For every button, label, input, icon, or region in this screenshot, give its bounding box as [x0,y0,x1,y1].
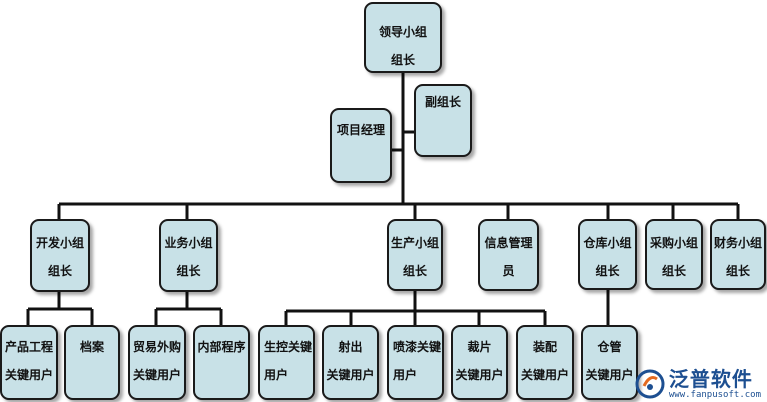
user-archive-title: 档案 [79,340,104,354]
user-node-internal-process: 内部程序 [193,325,250,400]
user-production-control-title: 生控关键 [264,340,313,354]
leader-title: 领导小组 [378,25,427,39]
user-node-cutting: 裁片 关键用户 [451,325,508,400]
user-injection-title: 射出 [338,340,363,354]
group-purchasing-title: 采购小组 [649,236,698,250]
user-cutting-title: 裁片 [467,340,492,354]
deputy-leader-node: 副组长 [414,84,472,157]
group-purchasing-role: 组长 [661,264,686,278]
user-injection-role: 关键用户 [326,368,375,382]
group-node-info-admin: 信息管理 员 [478,219,539,291]
user-node-production-control: 生控关键 用户 [258,325,315,400]
user-assembly-role: 关键用户 [520,368,569,382]
group-production-title: 生产小组 [390,236,439,250]
group-warehouse-title: 仓库小组 [583,236,632,250]
user-node-warehouse-keeper: 仓管 关键用户 [581,325,638,400]
user-node-injection: 射出 关键用户 [322,325,379,400]
group-node-production: 生产小组 组长 [387,219,443,291]
project-manager-title: 项目经理 [336,123,385,137]
leader-role: 组长 [390,53,415,67]
group-finance-title: 财务小组 [713,236,762,250]
project-manager-node: 项目经理 [330,108,392,183]
user-warehouse-keeper-title: 仓管 [597,340,622,354]
user-painting-role: 用户 [393,368,418,382]
group-business-title: 业务小组 [164,236,213,250]
group-node-dev: 开发小组 组长 [30,219,90,292]
group-dev-title: 开发小组 [35,236,84,250]
user-trade-outsourcing-role: 关键用户 [132,368,181,382]
user-node-product-engineering: 产品工程 关键用户 [0,325,58,400]
user-assembly-title: 装配 [532,340,557,354]
group-dev-role: 组长 [47,264,72,278]
user-node-assembly: 装配 关键用户 [516,325,574,400]
group-node-purchasing: 采购小组 组长 [645,219,703,290]
group-info-admin-title: 信息管理 [484,236,533,250]
user-production-control-role: 用户 [264,368,289,382]
user-node-archive: 档案 [64,325,120,400]
user-product-engineering-role: 关键用户 [4,368,53,382]
user-cutting-role: 关键用户 [455,368,504,382]
group-finance-role: 组长 [725,264,750,278]
watermark: 泛普软件 www.fanpusoft.com [635,368,761,400]
group-info-admin-role: 员 [502,264,515,278]
group-business-role: 组长 [176,264,201,278]
user-product-engineering-title: 产品工程 [4,340,53,354]
user-internal-process-title: 内部程序 [197,340,246,354]
leader-node: 领导小组 组长 [364,2,442,73]
deputy-leader-title: 副组长 [424,95,461,109]
group-node-finance: 财务小组 组长 [710,219,766,290]
user-node-painting: 喷漆关键 用户 [387,325,444,400]
fanpu-logo-icon [635,369,665,399]
user-painting-title: 喷漆关键 [393,340,442,354]
watermark-brand: 泛普软件 [668,367,753,391]
group-warehouse-role: 组长 [595,264,620,278]
group-production-role: 组长 [402,264,427,278]
group-node-business: 业务小组 组长 [159,219,218,292]
group-node-warehouse: 仓库小组 组长 [578,219,637,290]
user-warehouse-keeper-role: 关键用户 [585,368,634,382]
watermark-url: www.fanpusoft.com [668,390,761,400]
user-node-trade-outsourcing: 贸易外购 关键用户 [128,325,186,400]
user-trade-outsourcing-title: 贸易外购 [132,340,181,354]
